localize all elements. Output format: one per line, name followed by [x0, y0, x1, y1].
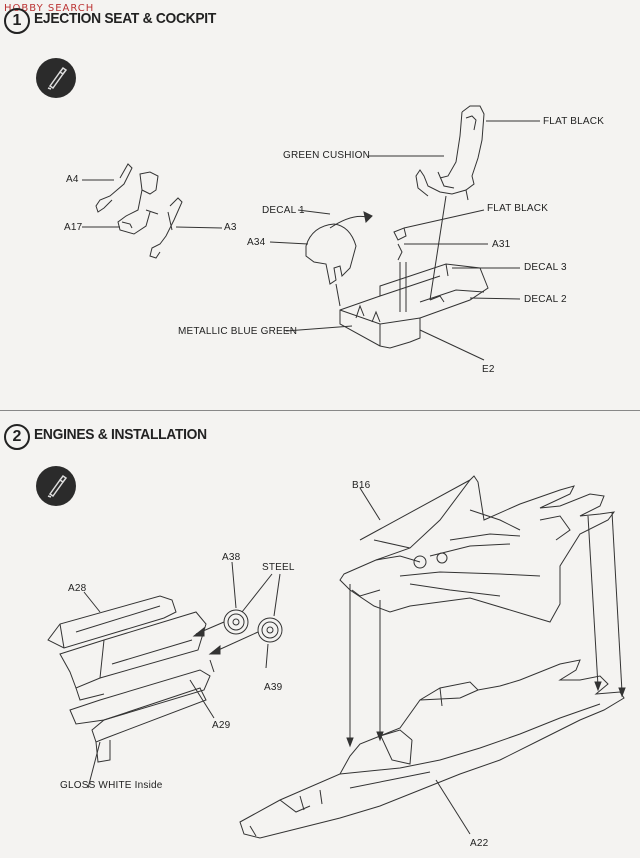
label-a4: A4: [66, 174, 79, 185]
label-a39: A39: [264, 682, 283, 693]
small-seat-parts: [95, 163, 183, 259]
label-metallic-blue-green: METALLIC BLUE GREEN: [178, 326, 298, 337]
watermark: HOBBY SEARCH: [4, 3, 95, 14]
label-steel: STEEL: [262, 562, 295, 573]
label-decal-2: DECAL 2: [524, 294, 567, 305]
label-a29: A29: [212, 720, 231, 731]
label-a22: A22: [470, 838, 489, 849]
upper-fuselage: [339, 475, 616, 623]
label-gloss-white: GLOSS WHITE Inside: [60, 780, 163, 791]
engine-intakes: [47, 595, 215, 763]
step-1-title: EJECTION SEAT & COCKPIT: [34, 10, 217, 27]
engine-fans: [223, 609, 283, 643]
label-decal-3: DECAL 3: [524, 262, 567, 273]
ejection-seat: [415, 105, 485, 201]
section-divider: [0, 410, 640, 411]
step-2-title: ENGINES & INSTALLATION: [34, 426, 207, 443]
label-b16: B16: [352, 480, 371, 491]
instrument-panel: [305, 223, 357, 285]
label-a31: A31: [492, 239, 511, 250]
label-a3: A3: [224, 222, 237, 233]
label-flat-black-mid: FLAT BLACK: [487, 203, 549, 214]
label-a34: A34: [247, 237, 266, 248]
label-e2: E2: [482, 364, 495, 375]
cockpit-tub: [339, 263, 489, 349]
step-2-number: 2: [4, 424, 30, 450]
label-a17: A17: [64, 222, 83, 233]
label-a38: A38: [222, 552, 241, 563]
label-green-cushion: GREEN CUSHION: [283, 150, 371, 161]
glue-icon: [36, 58, 76, 98]
label-flat-black-top: FLAT BLACK: [543, 116, 605, 127]
lower-fuselage: [239, 659, 625, 839]
label-a28: A28: [68, 583, 87, 594]
step-1-number: 1: [4, 8, 30, 34]
glue-icon: [36, 466, 76, 506]
label-decal-1: DECAL 1: [262, 205, 305, 216]
